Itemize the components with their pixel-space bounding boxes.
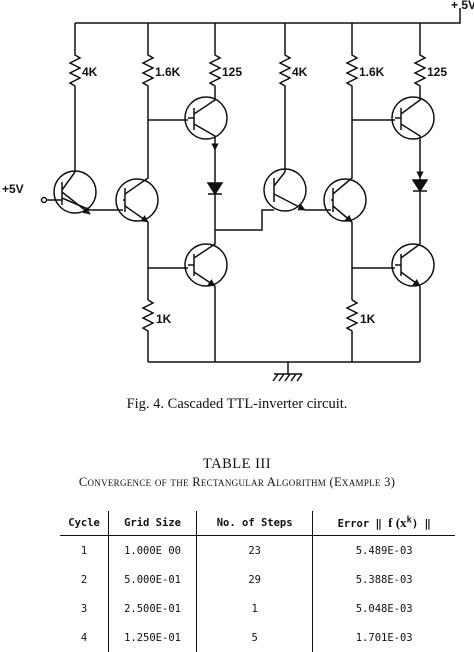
header-error: Error ‖ f (xk) ‖ (312, 511, 455, 536)
label-1k-left: 1K (156, 312, 172, 326)
table-header-row: Cycle Grid Size No. of Steps Error ‖ f (… (60, 511, 455, 536)
header-cycle: Cycle (60, 511, 110, 536)
cell-steps: 1 (196, 594, 314, 623)
diode-left (206, 182, 224, 196)
header-error-k: k (406, 515, 412, 526)
cell-grid: 2.500E-01 (108, 594, 197, 623)
cell-error: 5.489E-03 (355, 544, 413, 557)
cell-grid: 5.000E-01 (108, 565, 197, 594)
table-title: TABLE III (202, 456, 272, 472)
label-125-left: 125 (222, 65, 242, 79)
input-terminal (40, 196, 48, 204)
resistor-4k-mid (278, 23, 292, 172)
cell-grid: 1.000E 00 (108, 535, 197, 565)
ground-symbol (272, 362, 303, 382)
header-grid-size: Grid Size (108, 511, 197, 536)
cell-steps: 23 (196, 535, 314, 565)
label-4k-left: 4K (82, 65, 98, 79)
resistor-1k-left (141, 299, 155, 362)
convergence-table: Cycle Grid Size No. of Steps Error ‖ f (… (60, 511, 455, 652)
diode-right (411, 179, 429, 193)
label-1k6-left: 1.6K (155, 65, 181, 79)
resistor-125-left (208, 23, 222, 98)
supply-top-label: + 5V (451, 0, 474, 12)
cell-error: 5.048E-03 (355, 602, 413, 615)
label-1k-right: 1K (360, 312, 376, 326)
cell-cycle: 1 (60, 535, 110, 565)
table-row: 1 1.000E 00 23 5.489E-03 (60, 535, 455, 565)
transistor-q1 (53, 170, 97, 214)
resistor-125-right (413, 23, 427, 95)
transistor-q6 (323, 178, 367, 222)
transistor-q4 (184, 243, 228, 287)
cell-grid: 1.250E-01 (108, 623, 197, 652)
cell-cycle: 2 (60, 565, 110, 594)
label-4k-mid: 4K (292, 65, 308, 79)
ttl-inverter-schematic: + 5V +5V 4K 1.6K 125 4K 1.6K 125 1K 1K (2, 0, 474, 382)
table-row: 3 2.500E-01 1 5.048E-03 (60, 594, 455, 623)
cell-error: 1.701E-03 (355, 631, 413, 644)
header-error-suffix: ) ‖ (411, 518, 431, 530)
header-error-prefix: Error ‖ (337, 518, 389, 530)
resistor-1k6-right (345, 23, 359, 172)
supply-rail (75, 8, 461, 24)
cell-cycle: 4 (60, 623, 110, 652)
header-steps: No. of Steps (196, 511, 314, 536)
cell-steps: 5 (196, 623, 314, 652)
interstage-link (215, 209, 274, 231)
supply-left-label: +5V (2, 182, 24, 196)
table-row: 2 5.000E-01 29 5.388E-03 (60, 565, 455, 594)
cell-steps: 29 (196, 565, 314, 594)
transistor-q3 (184, 96, 228, 140)
transistor-q5 (263, 168, 307, 212)
resistor-1k6-left (141, 23, 155, 172)
label-1k6-right: 1.6K (359, 65, 385, 79)
table-subtitle: Convergence of the Rectangular Algorithm… (78, 475, 396, 489)
label-125-right: 125 (427, 65, 447, 79)
cell-error: 5.388E-03 (355, 573, 413, 586)
header-error-f: f (x (388, 515, 407, 530)
resistor-4k-left (68, 23, 82, 172)
transistor-q2 (115, 178, 159, 222)
resistor-1k-right (345, 299, 359, 362)
cell-cycle: 3 (60, 594, 110, 623)
figure-caption: Fig. 4. Cascaded TTL-inverter circuit. (126, 396, 348, 412)
table-row: 4 1.250E-01 5 1.701E-03 (60, 623, 455, 652)
transistor-q7 (391, 96, 435, 140)
